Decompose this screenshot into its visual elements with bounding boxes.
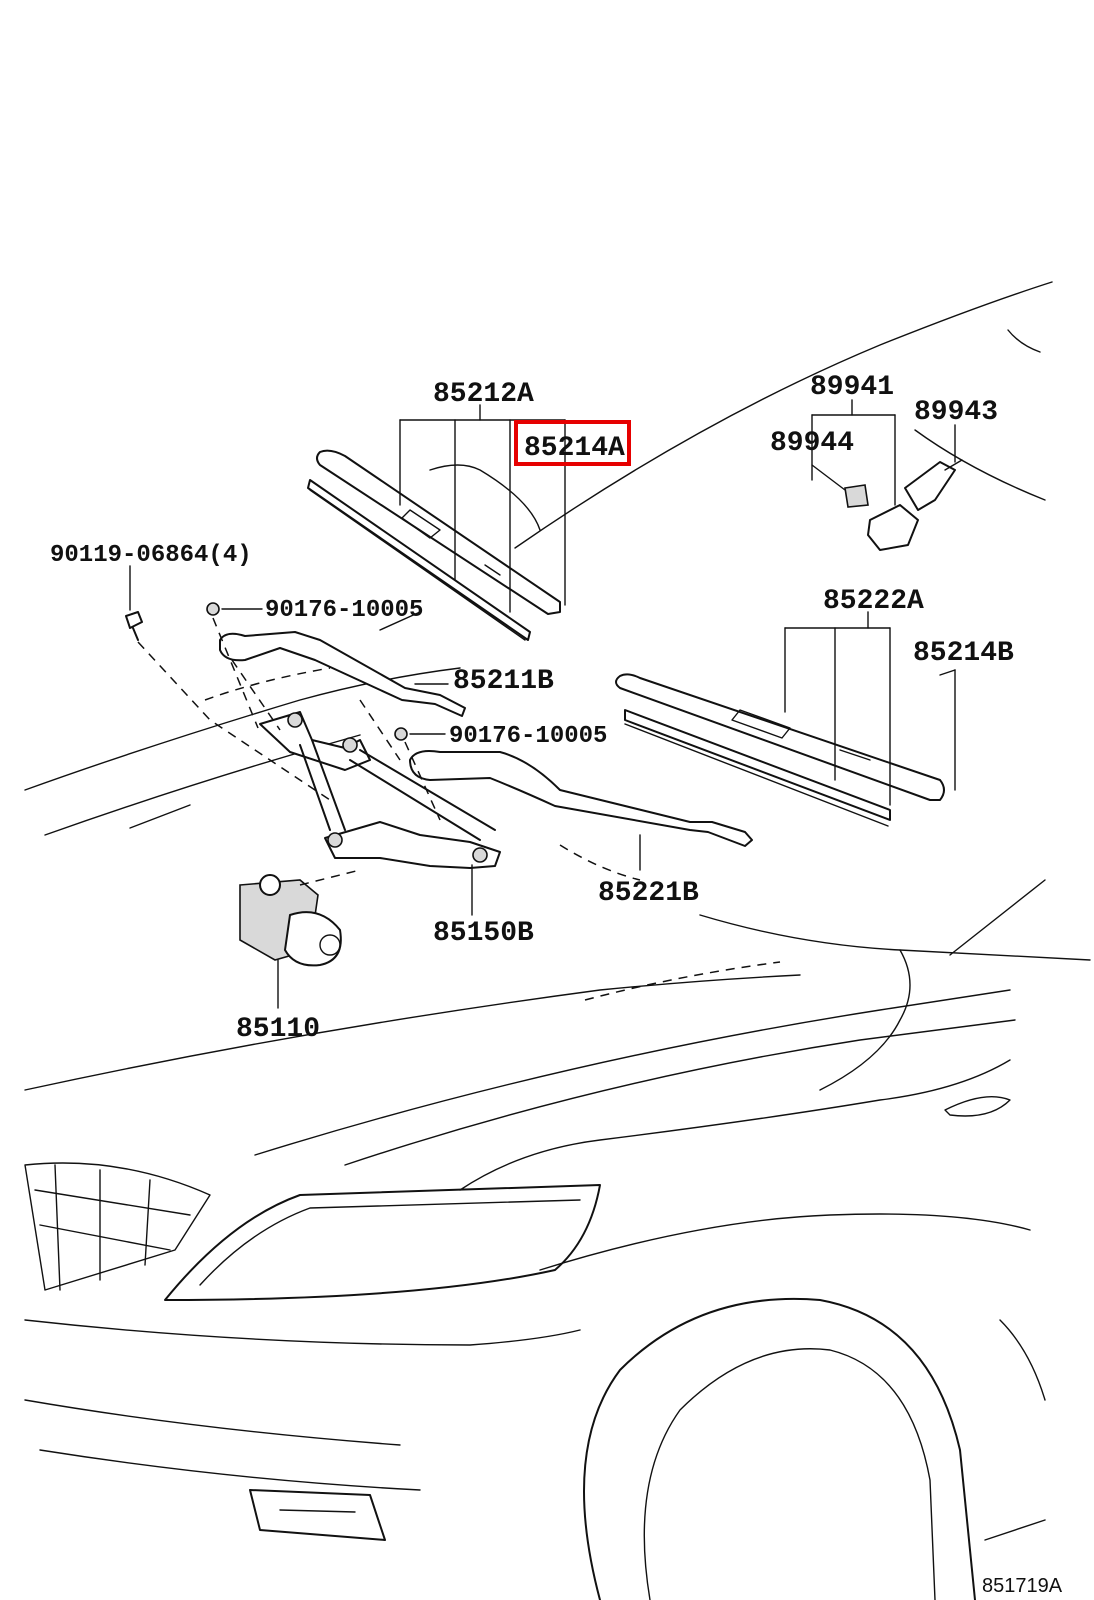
wiper-motor [239,874,342,967]
dashed-assembly-lines [137,617,781,1001]
label-85150B: 85150B [433,918,534,949]
label-85212A: 85212A [433,379,534,410]
left-wiper-blade [307,449,561,641]
label-85214B: 85214B [913,638,1014,669]
label-85211B: 85211B [453,666,554,697]
part-labels: 85212A 85214A 89941 89943 89944 90119-06… [50,372,1063,1597]
label-90119-06864: 90119-06864(4) [50,542,252,569]
right-wiper-blade [615,673,945,827]
label-85214A: 85214A [524,433,625,464]
figure-code: 851719A [982,1575,1063,1597]
fasteners [125,602,408,741]
sensor-parts [844,459,963,551]
highlight-box-85214A [514,420,631,466]
label-85222A: 85222A [823,586,924,617]
label-85110: 85110 [236,1014,320,1045]
label-89943: 89943 [914,397,998,428]
label-90176-10005-top: 90176-10005 [265,597,423,624]
label-90176-10005-bottom: 90176-10005 [449,723,607,750]
label-89944: 89944 [770,428,854,459]
label-89941: 89941 [810,372,894,403]
wiper-arm-85221B [409,750,753,847]
car-body-outline [24,281,1091,1600]
label-85221B: 85221B [598,878,699,909]
wiper-linkage [259,711,501,869]
wiper-arm-85211B [219,631,466,717]
